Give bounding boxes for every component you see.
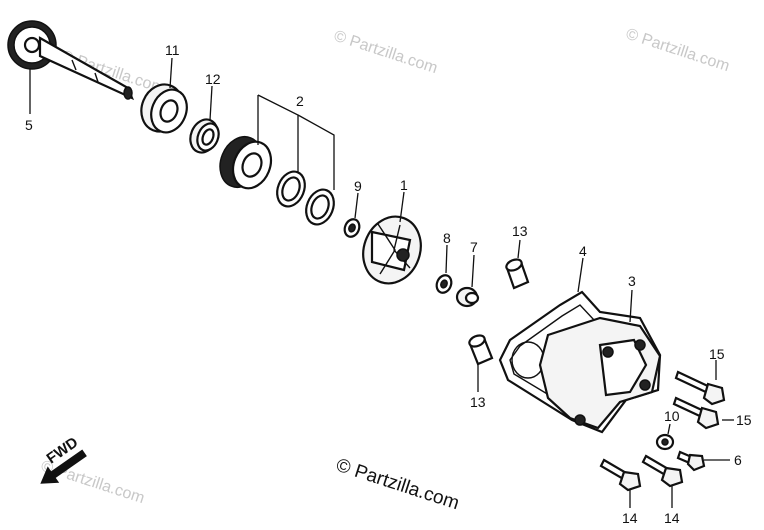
watermark-top-center: © Partzilla.com xyxy=(332,28,440,77)
part-1-impeller[interactable] xyxy=(354,208,430,291)
callout-15-upper: 15 xyxy=(709,346,725,362)
callout-7: 7 xyxy=(470,239,478,255)
copyright-text: © Partzilla.com xyxy=(333,455,461,515)
part-6-bolt[interactable] xyxy=(676,450,706,472)
callout-2: 2 xyxy=(296,93,304,109)
part-9-washer[interactable] xyxy=(342,217,362,239)
part-8-washer[interactable] xyxy=(434,273,454,295)
watermark-top-right: © Partzilla.com xyxy=(624,26,732,75)
callout-14-left: 14 xyxy=(622,510,638,526)
callout-1: 1 xyxy=(400,177,408,193)
part-14-bolt-left[interactable] xyxy=(599,458,642,492)
callout-3: 3 xyxy=(628,273,636,289)
callout-13-lower: 13 xyxy=(470,394,486,410)
part-10-washer[interactable] xyxy=(655,433,675,451)
part-3-pump-cover[interactable] xyxy=(538,316,662,430)
callout-9: 9 xyxy=(354,178,362,194)
callout-8: 8 xyxy=(443,230,451,246)
callout-14-right: 14 xyxy=(664,510,680,526)
part-11-bearing[interactable] xyxy=(134,78,193,138)
callout-15-lower: 15 xyxy=(736,412,752,428)
part-14-bolt-right[interactable] xyxy=(641,454,684,488)
part-15-bolt-upper[interactable] xyxy=(674,370,726,406)
part-13-dowel-pin-upper[interactable] xyxy=(505,257,530,290)
part-5-shaft-gear[interactable] xyxy=(7,20,135,101)
part-7-nut[interactable] xyxy=(455,286,480,308)
part-12-seal[interactable] xyxy=(186,115,223,156)
leader-lines xyxy=(29,57,734,508)
callout-13-upper: 13 xyxy=(512,223,528,239)
callout-12: 12 xyxy=(205,71,221,87)
callout-5: 5 xyxy=(25,117,33,133)
callout-4: 4 xyxy=(579,243,587,259)
part-13-dowel-pin-lower[interactable] xyxy=(468,333,494,366)
callout-10: 10 xyxy=(664,408,680,424)
part-15-bolt-lower[interactable] xyxy=(672,396,720,430)
part-2-mechanical-seal[interactable] xyxy=(213,130,339,228)
callout-11: 11 xyxy=(165,42,180,58)
callout-6: 6 xyxy=(734,452,742,468)
